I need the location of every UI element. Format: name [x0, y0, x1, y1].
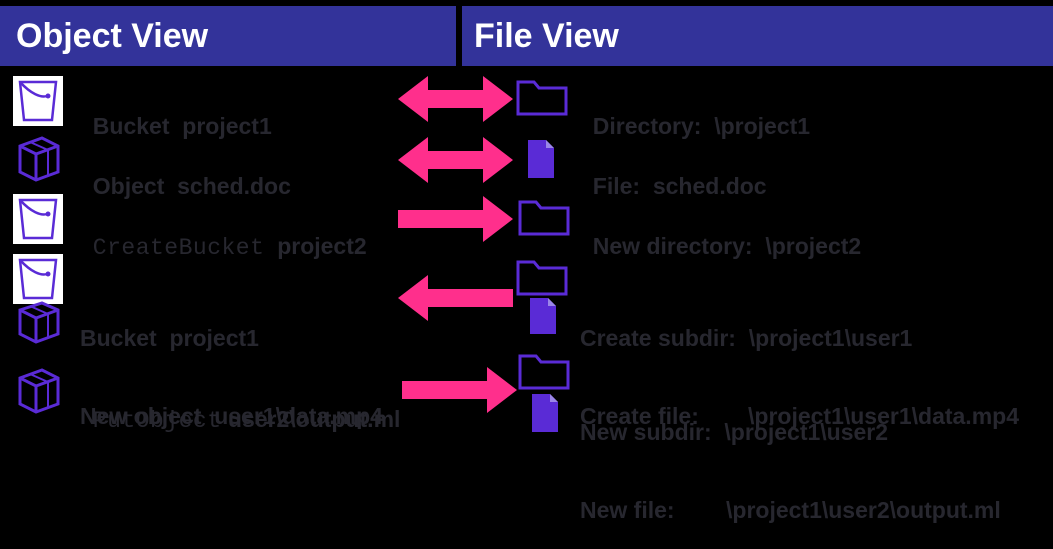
row5-right-label-1: New subdir:: [580, 419, 712, 445]
right-arrow-icon: [398, 196, 513, 242]
row2-right-label: File:: [592, 173, 641, 199]
row3-left-keyword: CreateBucket: [92, 235, 265, 261]
file-icon: [530, 392, 560, 439]
row5-left-text: PutObject user2\output.ml: [80, 380, 401, 434]
row3-left-value: project2: [277, 233, 367, 259]
row5-right-path-2: \project1\user2\output.ml: [726, 497, 1001, 523]
right-arrow-icon: [402, 367, 517, 413]
bidirectional-arrow-icon: [398, 76, 513, 122]
row3-right-path: \project2: [765, 233, 862, 259]
bucket-icon: [13, 194, 63, 244]
row4-right-path-2: \project1\user1\data.mp4: [748, 403, 1019, 429]
row1-right-label: Directory:: [592, 113, 702, 139]
row2-right-path: sched.doc: [652, 173, 767, 199]
row2-right-text: File: sched.doc: [580, 147, 767, 199]
left-arrow-icon: [398, 275, 513, 321]
folder-icon: [518, 352, 570, 395]
row3-right-text: New directory: \project2: [580, 207, 861, 259]
row5-left-value: user2\output.ml: [227, 406, 401, 432]
row1-right-path: \project1: [714, 113, 811, 139]
row4-right-path-1: \project1\user1: [748, 325, 913, 351]
row1-left-keyword: Bucket: [92, 113, 170, 139]
row4-left-value-1: project1: [169, 325, 259, 351]
bucket-icon: [13, 76, 63, 126]
file-icon: [526, 138, 556, 185]
folder-icon: [516, 258, 568, 301]
row3-left-text: CreateBucket project2: [80, 207, 367, 261]
object-view-header: Object View: [0, 6, 456, 66]
row5-left-keyword: PutObject: [92, 408, 222, 434]
folder-icon: [518, 198, 570, 241]
row4-right-text: Create subdir: \project1\user1 Create fi…: [580, 273, 1019, 455]
row1-right-text: Directory: \project1: [580, 87, 810, 139]
row2-left-text: Object sched.doc: [80, 147, 291, 199]
row4-left-keyword-2: New object: [80, 403, 202, 429]
object-view-title: Object View: [16, 16, 209, 55]
row4-left-text: Bucket project1 New object user1\data.mp…: [80, 273, 383, 455]
file-icon: [528, 296, 558, 341]
bucket-icon: [13, 254, 63, 304]
row3-right-label: New directory:: [592, 233, 753, 259]
row2-left-keyword: Object: [92, 173, 165, 199]
row4-right-label-1: Create subdir:: [580, 325, 736, 351]
row2-left-value: sched.doc: [177, 173, 291, 199]
row5-right-text: New subdir: \project1\user2 New file: \pr…: [580, 367, 1001, 549]
bidirectional-arrow-icon: [398, 137, 513, 183]
cube-icon: [14, 134, 64, 187]
file-view-header: File View: [462, 6, 1053, 66]
cube-icon: [14, 300, 64, 349]
row5-right-label-2: New file:: [580, 497, 675, 523]
row4-left-value-2: user1\data.mp4: [214, 403, 383, 429]
row1-left-text: Bucket project1: [80, 87, 272, 139]
cube-icon: [14, 366, 64, 419]
row4-left-keyword-1: Bucket: [80, 325, 157, 351]
folder-icon: [516, 78, 568, 121]
row4-right-label-2: Create file:: [580, 403, 699, 429]
row5-right-path-1: \project1\user2: [724, 419, 889, 445]
file-view-title: File View: [474, 16, 619, 55]
row1-left-value: project1: [182, 113, 272, 139]
header-divider: [456, 6, 462, 66]
